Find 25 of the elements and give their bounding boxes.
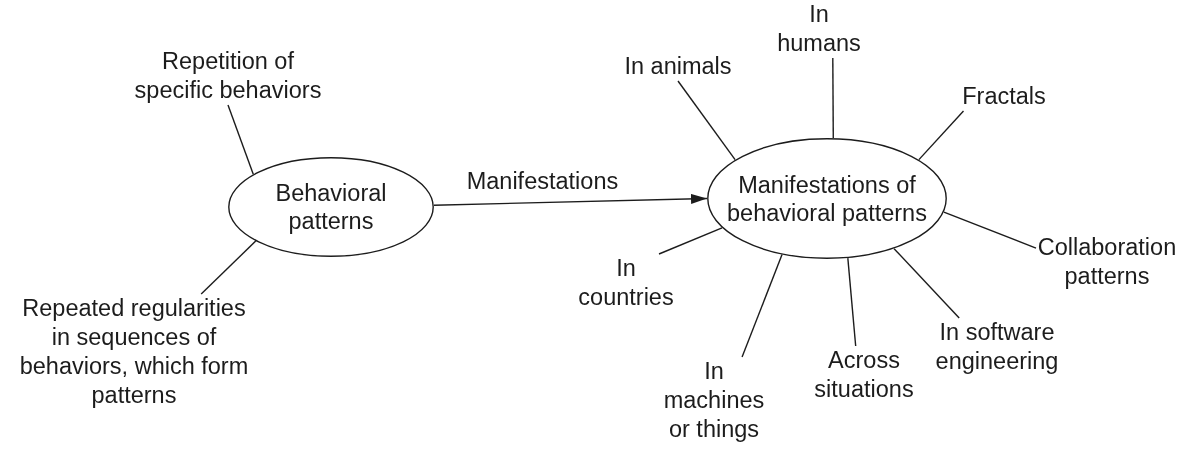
concept-label: In countries: [576, 254, 676, 312]
ellipse-node: [707, 138, 947, 259]
arrow: [433, 193, 708, 206]
concept-label: Repetition of specific behaviors: [128, 47, 328, 105]
connector-line: [200, 240, 257, 295]
connector-line: [658, 227, 723, 255]
connector-line: [832, 57, 834, 139]
connector-line: [677, 80, 736, 161]
concept-label: Repeated regularities in sequences of behaviors, which form patterns: [14, 294, 254, 410]
concept-label: Fractals: [959, 82, 1049, 111]
ellipse-node: [228, 157, 434, 257]
concept-label: In machines or things: [662, 357, 766, 444]
concept-label: Across situations: [812, 346, 916, 404]
node-label: Behavioral patterns: [274, 179, 388, 235]
connector-line: [918, 110, 965, 161]
concept-label: In humans: [773, 0, 865, 58]
concept-label: In animals: [622, 52, 734, 81]
connector-line: [741, 253, 783, 358]
concept-label: Collaboration patterns: [1036, 233, 1178, 291]
connector-line: [227, 104, 254, 175]
connector-line: [943, 211, 1037, 249]
concept-label: In software engineering: [934, 318, 1060, 376]
connector-line: [893, 247, 960, 319]
connector-line: [847, 257, 857, 347]
node-label: Manifestations of behavioral patterns: [726, 170, 928, 227]
